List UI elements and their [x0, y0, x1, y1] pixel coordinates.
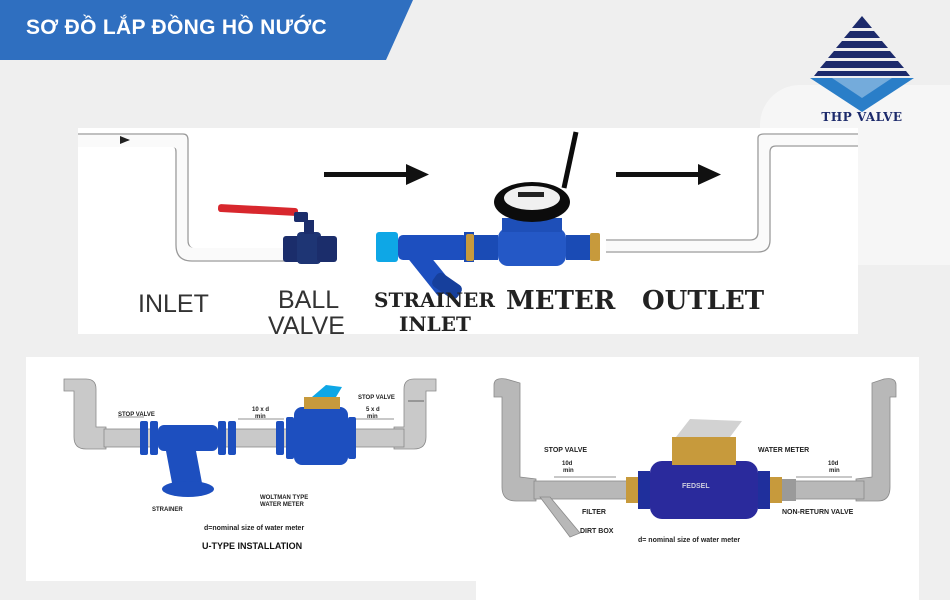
label-stop-valve: STOP VALVE [544, 447, 588, 454]
thp-valve-logo [810, 16, 914, 112]
water-meter-icon [466, 131, 600, 266]
utype-diagram-svg [63, 378, 437, 497]
label-10d-left: 10d [562, 461, 573, 467]
label-water-meter: WATER METER [758, 447, 810, 454]
flow-arrow-small-icon [120, 136, 130, 144]
title-banner: SƠ ĐỒ LẮP ĐỒNG HỒ NƯỚC [0, 0, 413, 60]
label-woltman-1: WOLTMAN TYPE [260, 495, 309, 501]
meter-brand: FEDSEL [682, 483, 710, 490]
label-stop-valve-right: STOP VALVE [358, 395, 395, 401]
multijet-installation-panel: FEDSEL STOP VALVE WATER METER 10d min 10… [476, 357, 919, 600]
meter-head-icon [304, 397, 340, 409]
label-strainer-1: STRAINER [374, 288, 495, 312]
label-10xd: 10 x d [252, 407, 270, 413]
page-title: SƠ ĐỒ LẮP ĐỒNG HỒ NƯỚC [26, 16, 327, 39]
meter-lid-icon [312, 385, 342, 397]
utype-installation-panel: STOP VALVE STOP VALVE 10 x d min 5 x d m… [26, 357, 476, 581]
label-10d-right-min: min [829, 468, 840, 474]
logo-text: THP VALVE [821, 110, 903, 124]
main-diagram-svg [78, 131, 858, 300]
label-10xd-min: min [255, 414, 266, 420]
label-filter: FILTER [582, 509, 606, 516]
multijet-note: d= nominal size of water meter [638, 537, 741, 544]
label-non-return-valve: NON-RETURN VALVE [782, 509, 854, 516]
label-5xd: 5 x d [366, 407, 380, 413]
label-strainer: STRAINER [152, 507, 183, 513]
flow-arrow-icon-2 [616, 164, 721, 185]
label-meter: METER [506, 286, 616, 316]
label-ball-valve-2: VALVE [268, 312, 345, 340]
label-inlet: INLET [138, 290, 209, 318]
label-10d-left-min: min [563, 468, 574, 474]
main-diagram-panel: INLET BALL VALVE STRAINER INLET METER OU… [78, 128, 858, 340]
multijet-diagram-svg [493, 378, 897, 538]
flow-arrow-icon [324, 164, 429, 185]
ball-valve-icon [217, 204, 337, 264]
label-stop-valve-left: STOP VALVE [118, 412, 155, 418]
label-5xd-min: min [367, 414, 378, 420]
label-woltman-2: WATER METER [260, 502, 304, 508]
utype-note: d=nominal size of water meter [204, 525, 305, 532]
label-ball-valve-1: BALL [278, 286, 340, 314]
banner-shape [0, 0, 413, 60]
label-outlet: OUTLET [642, 286, 765, 316]
utype-caption: U-TYPE INSTALLATION [202, 541, 303, 551]
label-strainer-2: INLET [399, 312, 471, 336]
label-dirt-box: DIRT BOX [580, 528, 614, 535]
label-10d-right: 10d [828, 461, 839, 467]
